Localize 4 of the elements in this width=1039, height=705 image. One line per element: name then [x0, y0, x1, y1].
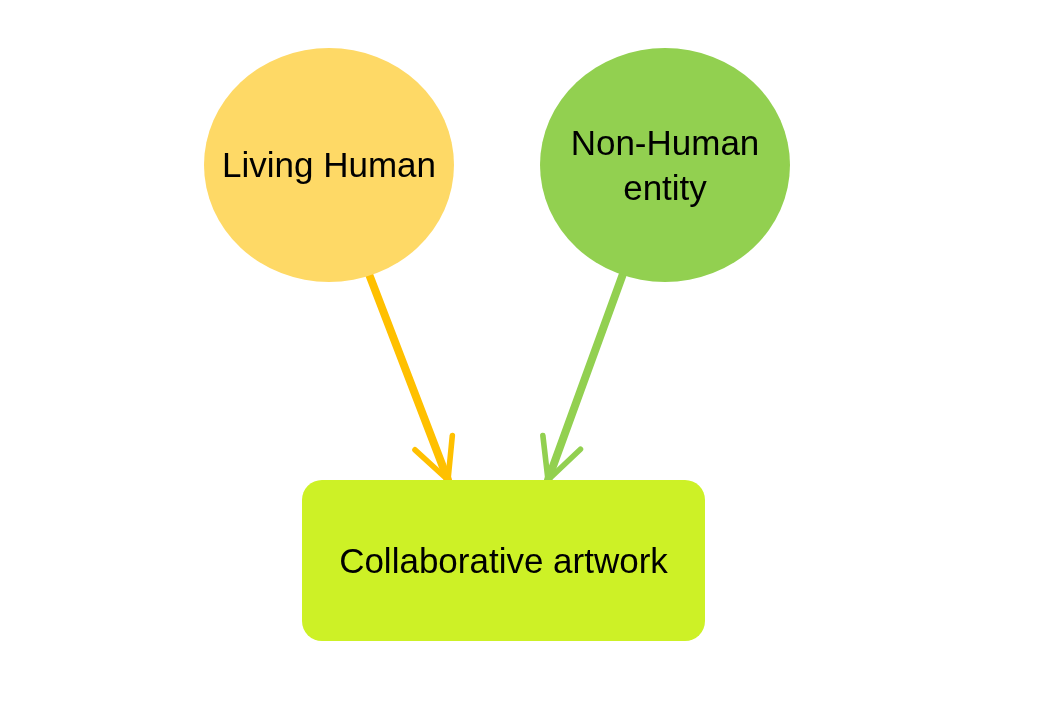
node-label: Collaborative artwork [338, 539, 669, 582]
node-label: Living Human [221, 144, 437, 187]
node-label: Non-Human entity [569, 121, 761, 209]
rounded-box [302, 480, 705, 641]
